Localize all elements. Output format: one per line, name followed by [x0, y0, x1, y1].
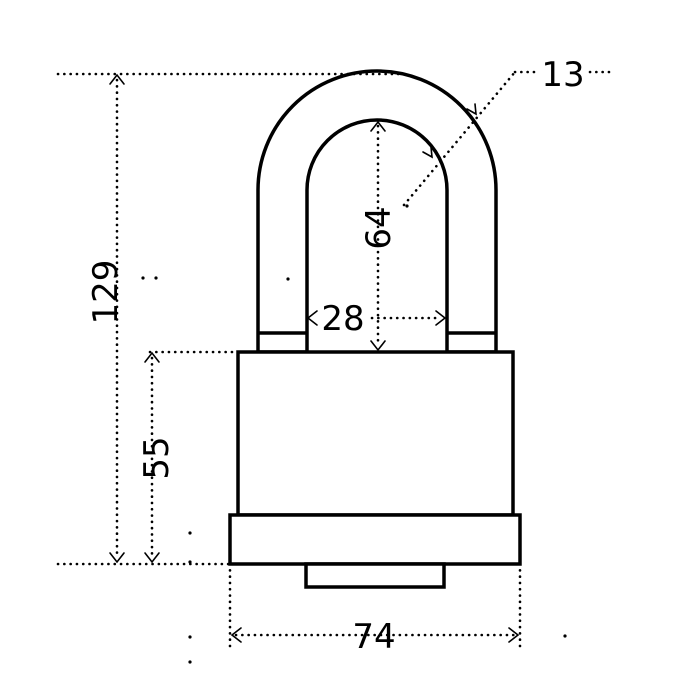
padlock-shackle — [256, 69, 498, 354]
arrowhead-inner — [422, 146, 433, 159]
dimension-body-width: 74 — [228, 562, 522, 657]
dimension-shackle-inner-height: 64 — [359, 120, 399, 352]
label-body-width: 74 — [352, 617, 395, 657]
arrowhead-down — [370, 340, 386, 352]
dimension-body-height: 55 — [137, 350, 240, 564]
label-shackle-inner-width: 28 — [321, 299, 364, 339]
dimension-total-height: 129 — [56, 72, 412, 566]
stray-dots — [141, 204, 567, 664]
arrowhead-down — [144, 552, 160, 564]
arrowhead-down — [109, 552, 125, 564]
arrowhead-outer — [466, 103, 477, 116]
arrowhead-left — [230, 627, 242, 643]
padlock-body — [236, 350, 515, 517]
arrowhead-up — [370, 120, 386, 132]
arrowhead-right — [508, 627, 520, 643]
arrowhead-left — [306, 310, 318, 326]
arrowhead-up — [144, 351, 160, 363]
leader-line-thickness — [402, 70, 517, 207]
padlock-bottom-bumper — [228, 513, 522, 566]
label-total-height: 129 — [86, 260, 126, 325]
label-shackle-inner-height: 64 — [359, 206, 399, 249]
label-shackle-thickness: 13 — [541, 55, 584, 95]
arrowhead-up — [109, 73, 125, 85]
shackle-outer-outline — [256, 69, 498, 354]
padlock-key-cylinder — [304, 562, 446, 589]
dimension-shackle-thickness: 13 — [402, 55, 614, 207]
label-body-height: 55 — [137, 436, 177, 479]
arrowhead-right — [435, 310, 447, 326]
dimension-shackle-inner-width: 28 — [306, 299, 447, 339]
